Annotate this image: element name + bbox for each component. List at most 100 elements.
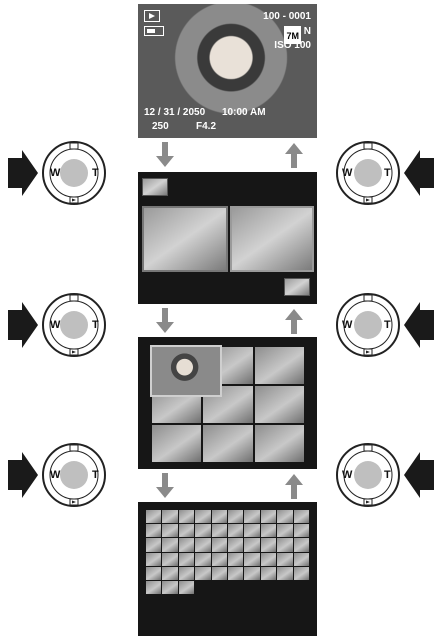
grid-cell <box>179 553 194 566</box>
grid-cell <box>277 524 292 537</box>
dial-label-t: T <box>92 167 99 179</box>
zoom-dial-w[interactable]: W T <box>8 140 106 206</box>
frame-grid-multi <box>146 510 309 594</box>
grid-cell <box>255 425 304 462</box>
grid-cell <box>294 510 309 523</box>
dial-label-w: W <box>342 319 352 331</box>
zoom-dial-t[interactable]: W T <box>336 140 434 206</box>
lcd-single-frame: 100 - 0001 7M N ISO 100 12 / 31 / 2050 1… <box>138 4 317 138</box>
dial-label-t: T <box>384 469 391 481</box>
grid-cell <box>277 510 292 523</box>
dial-label-t: T <box>92 469 99 481</box>
grid-cell <box>146 567 161 580</box>
grid-cell <box>294 553 309 566</box>
lcd-nine-frame <box>138 337 317 469</box>
grid-cell <box>228 510 243 523</box>
zoom-dial-t[interactable]: W T <box>336 442 434 508</box>
grid-cell <box>195 567 210 580</box>
lcd-hundred-frame <box>138 502 317 636</box>
zoom-dial-t[interactable]: W T <box>336 292 434 358</box>
grid-cell <box>203 425 252 462</box>
dial-label-w: W <box>50 319 60 331</box>
grid-cell <box>244 524 259 537</box>
grid-cell <box>162 538 177 551</box>
grid-cell <box>294 524 309 537</box>
grid-cell <box>244 510 259 523</box>
dial-label-w: W <box>50 167 60 179</box>
up-arrow-icon <box>282 142 306 168</box>
grid-cell <box>261 553 276 566</box>
up-arrow-icon <box>282 473 306 499</box>
frame-number: 100 - 0001 <box>263 12 311 22</box>
arrow-pointer-icon <box>8 302 38 348</box>
grid-cell <box>146 553 161 566</box>
grid-cell <box>244 567 259 580</box>
prev-thumbnail <box>142 178 168 196</box>
grid-cell <box>228 524 243 537</box>
next-thumbnail <box>284 278 310 296</box>
zoom-dial-w[interactable]: W T <box>8 292 106 358</box>
up-arrow-icon <box>282 308 306 334</box>
current-frame <box>142 206 228 272</box>
grid-cell <box>195 524 210 537</box>
grid-cell <box>179 538 194 551</box>
grid-cell <box>261 567 276 580</box>
arrow-pointer-icon <box>8 150 38 196</box>
quality: N <box>304 27 311 37</box>
arrow-pointer-icon <box>404 302 434 348</box>
time: 10:00 AM <box>222 108 266 118</box>
grid-cell <box>179 510 194 523</box>
zoom-dial-w[interactable]: W T <box>8 442 106 508</box>
iso-value: ISO 100 <box>274 41 311 51</box>
grid-cell <box>162 553 177 566</box>
grid-cell <box>162 510 177 523</box>
playback-mode-icon <box>144 10 160 22</box>
grid-cell <box>162 524 177 537</box>
grid-cell <box>212 553 227 566</box>
battery-icon <box>144 26 164 36</box>
grid-cell <box>162 567 177 580</box>
grid-cell <box>146 581 161 594</box>
grid-cell <box>255 386 304 423</box>
grid-cell <box>244 538 259 551</box>
arrow-pointer-icon <box>8 452 38 498</box>
grid-cell <box>294 538 309 551</box>
grid-cell <box>146 538 161 551</box>
grid-cell <box>261 524 276 537</box>
arrow-pointer-icon <box>404 150 434 196</box>
grid-cell <box>261 510 276 523</box>
grid-cell <box>212 567 227 580</box>
grid-cell <box>277 567 292 580</box>
dial-label-w: W <box>342 469 352 481</box>
grid-cell <box>195 510 210 523</box>
grid-cell <box>152 425 201 462</box>
dial-label-w: W <box>342 167 352 179</box>
dial-label-t: T <box>92 319 99 331</box>
grid-cell <box>212 524 227 537</box>
grid-cell <box>244 553 259 566</box>
grid-cell <box>228 567 243 580</box>
grid-cell <box>179 524 194 537</box>
grid-cell <box>261 538 276 551</box>
grid-cell <box>294 567 309 580</box>
date: 12 / 31 / 2050 <box>144 108 205 118</box>
grid-cell <box>195 553 210 566</box>
grid-cell <box>212 510 227 523</box>
grid-cell <box>277 538 292 551</box>
grid-cell <box>212 538 227 551</box>
dial-label-w: W <box>50 469 60 481</box>
grid-cell <box>146 524 161 537</box>
grid-cell <box>179 567 194 580</box>
dial-label-t: T <box>384 167 391 179</box>
next-frame <box>230 206 314 272</box>
dial-label-t: T <box>384 319 391 331</box>
grid-cell <box>228 538 243 551</box>
shutter-speed: 250 <box>152 122 169 132</box>
lcd-two-frame <box>138 172 317 304</box>
selected-frame <box>150 345 222 397</box>
down-arrow-icon <box>153 473 177 499</box>
grid-cell <box>277 553 292 566</box>
grid-cell <box>162 581 177 594</box>
grid-cell <box>195 538 210 551</box>
aperture: F4.2 <box>196 122 216 132</box>
